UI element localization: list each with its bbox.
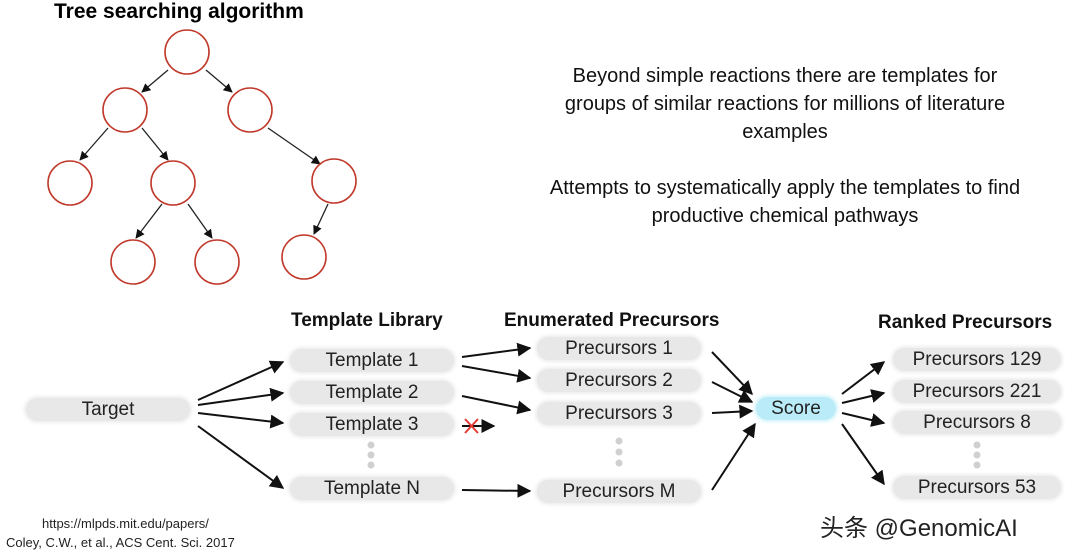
tree-node	[311, 158, 357, 204]
tree-edge	[205, 69, 233, 93]
ranked-node-8: Precursors 8	[893, 411, 1061, 434]
ranked-node-53: Precursors 53	[893, 476, 1061, 499]
template-library-header: Template Library	[291, 310, 443, 331]
ellipsis-dot	[367, 451, 375, 459]
template-node-3: Template 3	[290, 413, 454, 436]
arrow-precursors-1-score	[711, 351, 753, 396]
arrow-template-1-precursors-2	[461, 365, 532, 383]
ranked-node-221: Precursors 221	[893, 380, 1061, 403]
ellipsis-dot	[367, 441, 375, 449]
arrow-template-n-precursors-m	[461, 483, 532, 498]
tree-node	[102, 87, 148, 133]
precursor-node-m: Precursors M	[537, 480, 701, 503]
tree-node	[150, 160, 196, 206]
precursor-node-2: Precursors 2	[537, 369, 701, 392]
arrow-template-2-precursors-3	[461, 395, 532, 415]
tree-edge	[79, 127, 109, 161]
tree-nodes	[47, 29, 357, 285]
ellipsis-dot	[615, 437, 623, 445]
citation-url: https://mlpds.mit.edu/papers/	[42, 516, 209, 531]
tree-title: Tree searching algorithm	[54, 0, 304, 23]
failed-mark	[464, 418, 479, 434]
ellipsis-dot	[615, 448, 623, 456]
target-node: Target	[26, 398, 190, 421]
tree-edge	[141, 127, 169, 161]
template-node-2: Template 2	[290, 381, 454, 404]
ellipsis-dot	[973, 441, 981, 449]
tree-node	[47, 160, 93, 206]
enumerated-precursors-header: Enumerated Precursors	[504, 310, 720, 331]
arrow-template-1-precursors-1	[461, 342, 532, 358]
tree-edge	[141, 69, 169, 93]
arrow-precursors-3-score	[711, 404, 754, 419]
template-node-1: Template 1	[290, 349, 454, 372]
arrow-score-ranked-129	[841, 361, 886, 395]
tree-edge	[135, 203, 163, 239]
tree-edges	[79, 69, 329, 239]
ellipsis-dots	[367, 437, 981, 469]
description-paragraph-2: Attempts to systematically apply the tem…	[549, 177, 1021, 227]
tree-node-root	[164, 29, 210, 75]
arrow-score-ranked-221	[841, 389, 886, 404]
tree-node	[194, 239, 240, 285]
flow-arrows	[197, 342, 886, 498]
ellipsis-dot	[367, 461, 375, 469]
tree-node	[110, 239, 156, 285]
arrow-score-ranked-53	[841, 423, 885, 486]
tree-node	[227, 87, 273, 133]
tree-edge	[187, 203, 213, 239]
precursor-node-3: Precursors 3	[537, 402, 701, 425]
arrow-target-template-2	[197, 387, 285, 406]
description-paragraph-1: Beyond simple reactions there are templa…	[564, 65, 1006, 143]
ranked-node-129: Precursors 129	[893, 348, 1061, 371]
tree-edge	[313, 203, 329, 235]
ellipsis-dot	[615, 459, 623, 467]
precursor-node-1: Precursors 1	[537, 337, 701, 360]
arrow-target-template-3	[197, 412, 285, 429]
template-node-n: Template N	[290, 477, 454, 500]
tree-edge	[267, 127, 321, 165]
arrow-target-template-n	[197, 425, 285, 489]
watermark-text: 头条 @GenomicAI	[820, 515, 1018, 542]
arrow-score-ranked-8	[841, 412, 886, 427]
ellipsis-dot	[973, 451, 981, 459]
arrow-precursors-2-score	[711, 381, 754, 403]
ellipsis-dot	[973, 461, 981, 469]
ranked-precursors-header: Ranked Precursors	[878, 312, 1053, 333]
failed-mark-stroke	[464, 418, 479, 434]
arrow-target-template-1	[197, 360, 285, 401]
score-node: Score	[756, 397, 836, 420]
tree-node	[281, 234, 327, 280]
citation-reference: Coley, C.W., et al., ACS Cent. Sci. 2017	[6, 535, 235, 550]
arrow-precursors-m-score	[711, 422, 756, 491]
